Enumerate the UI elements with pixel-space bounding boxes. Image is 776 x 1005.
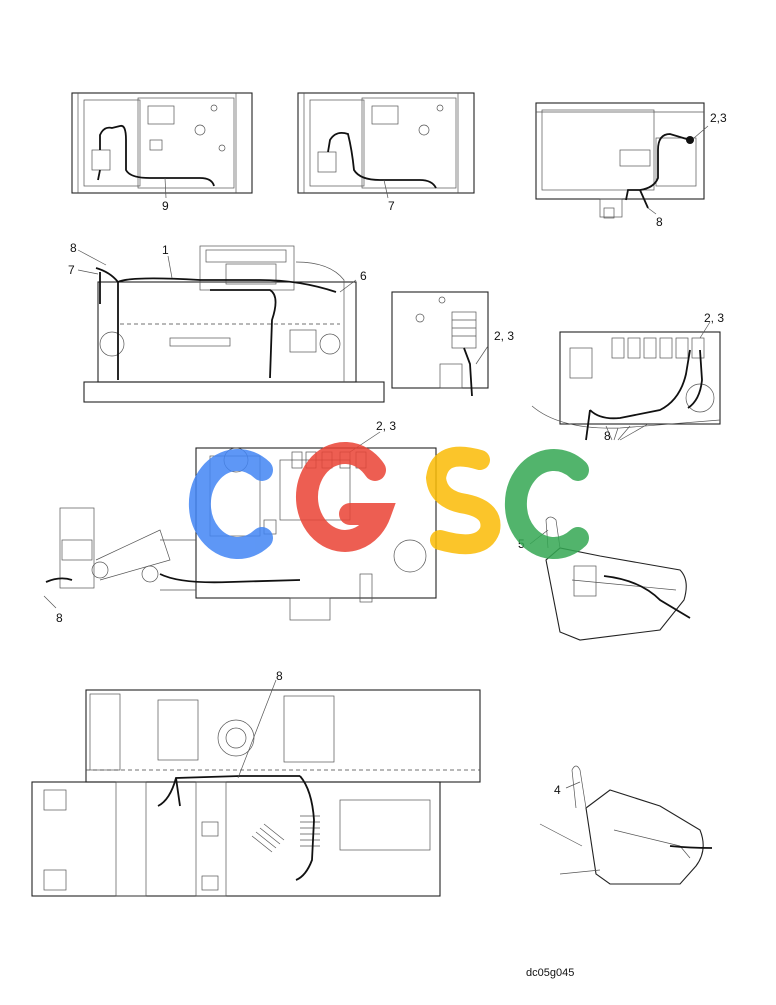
- watermark-letter-c: [188, 449, 273, 559]
- view-valve-bank-right: [531, 321, 721, 441]
- watermark-letter-g: [295, 441, 396, 552]
- view-panel-top-middle: [297, 92, 475, 199]
- callout-label: 2,3: [710, 111, 727, 125]
- callout-label: 1: [162, 243, 169, 257]
- view-panel-center: [391, 291, 489, 397]
- callout-label: 2, 3: [704, 311, 724, 325]
- callout-label: 9: [162, 199, 169, 213]
- callout-label: 6: [360, 269, 367, 283]
- view-panel-top-left: [71, 92, 253, 199]
- callout-label: 8: [56, 611, 63, 625]
- view-joystick-lower: [539, 765, 713, 885]
- callout-label: 7: [68, 263, 75, 277]
- callout-label: 2, 3: [376, 419, 396, 433]
- view-bottom-frame: [31, 679, 481, 897]
- view-harness-frame: [77, 245, 385, 403]
- drawing-reference-code: dc05g045: [526, 967, 574, 979]
- callout-label: 8: [656, 215, 663, 229]
- watermark-logo: [188, 441, 589, 559]
- callout-label: 8: [70, 241, 77, 255]
- callout-label: 7: [388, 199, 395, 213]
- watermark-letter-s: [425, 446, 501, 555]
- callout-labels: 9 7 2,3 8 8 1 7 6 2, 3 2, 3 8 2, 3 5 8 8…: [56, 111, 727, 797]
- view-joystick-upper: [529, 516, 691, 641]
- view-panel-top-right: [535, 102, 709, 219]
- watermark-letter-c: [504, 449, 589, 559]
- callout-label: 8: [276, 669, 283, 683]
- callout-label: 4: [554, 783, 561, 797]
- callout-label: 8: [604, 429, 611, 443]
- callout-label: 2, 3: [494, 329, 514, 343]
